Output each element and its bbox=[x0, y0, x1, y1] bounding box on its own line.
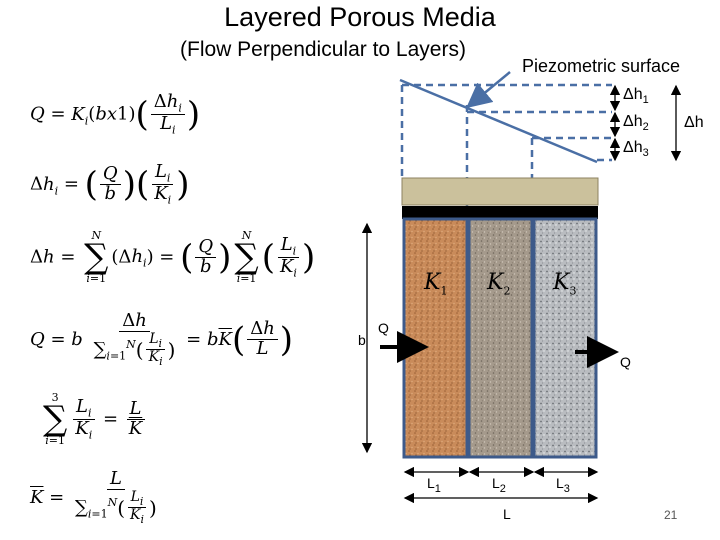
layer-3 bbox=[535, 220, 595, 456]
flow-out-label: Q bbox=[620, 354, 631, 370]
piezometric-line bbox=[399, 78, 598, 164]
dh1-label: Δh1 bbox=[623, 86, 649, 107]
k1-label: K1 bbox=[424, 270, 448, 298]
piezometric-pointer bbox=[466, 71, 511, 109]
l2-label: L2 bbox=[492, 475, 506, 495]
layer-1 bbox=[405, 220, 466, 456]
piezometric-label: Piezometric surface bbox=[522, 56, 681, 76]
page-number: 21 bbox=[664, 508, 678, 522]
layer-2 bbox=[470, 220, 531, 456]
k3-label: K3 bbox=[553, 270, 577, 298]
head-loss-arrows bbox=[609, 84, 682, 162]
page-title: Layered Porous Media bbox=[224, 2, 496, 32]
flow-in-label: Q bbox=[378, 320, 389, 336]
l1-label: L1 bbox=[427, 475, 441, 495]
length-arrows bbox=[403, 466, 599, 504]
top-bar bbox=[402, 206, 598, 219]
total-length-label: L bbox=[503, 506, 511, 522]
top-cap bbox=[401, 177, 599, 206]
dh2-label: Δh2 bbox=[623, 113, 649, 134]
thickness-label: b bbox=[358, 332, 366, 348]
dh-total-label: Δh bbox=[684, 114, 704, 131]
l3-label: L3 bbox=[556, 475, 570, 495]
k2-label: K2 bbox=[487, 270, 511, 298]
dh3-label: Δh3 bbox=[623, 139, 649, 160]
page-subtitle: (Flow Perpendicular to Layers) bbox=[180, 38, 466, 61]
